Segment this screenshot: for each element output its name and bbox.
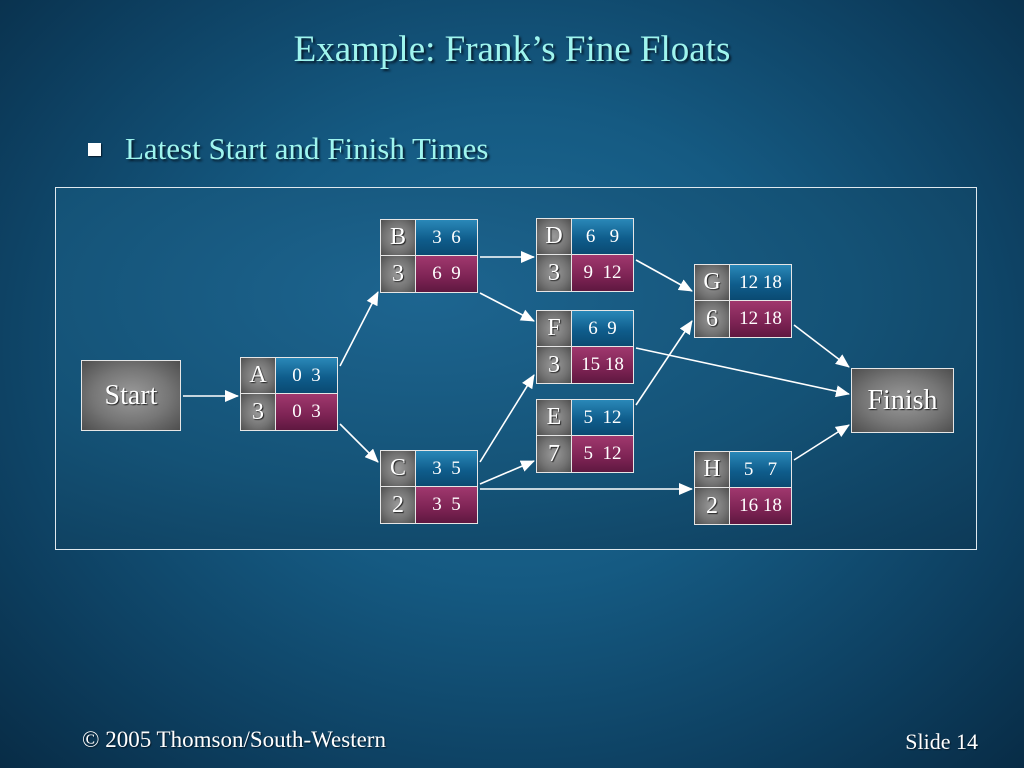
edge-h-finish	[793, 424, 850, 461]
earliest-times: 12 18	[730, 265, 791, 301]
activity-node-c: C 3 5 2 3 5	[380, 450, 478, 524]
edge-b-f	[479, 292, 535, 322]
earliest-times: 5 12	[572, 400, 633, 436]
bullet-square-icon	[88, 142, 101, 156]
earliest-times: 6 9	[572, 219, 633, 255]
activity-duration: 2	[695, 488, 730, 524]
latest-times: 0 3	[276, 394, 337, 430]
start-label: Start	[104, 379, 158, 411]
activity-node-a: A 0 3 3 0 3	[240, 357, 338, 431]
copyright-footer: © 2005 Thomson/South-Western	[82, 727, 386, 752]
earliest-times: 3 5	[416, 451, 477, 487]
activity-letter: A	[241, 358, 276, 394]
activity-letter: G	[695, 265, 730, 301]
activity-node-d: D 6 9 3 9 12	[536, 218, 634, 292]
activity-letter: B	[381, 220, 416, 256]
latest-times: 5 12	[572, 436, 633, 472]
activity-node-e: E 5 12 7 5 12	[536, 399, 634, 473]
activity-duration: 3	[381, 256, 416, 292]
latest-times: 15 18	[572, 347, 633, 383]
latest-times: 12 18	[730, 301, 791, 337]
earliest-times: 5 7	[730, 452, 791, 488]
activity-letter: E	[537, 400, 572, 436]
activity-duration: 3	[537, 255, 572, 291]
latest-times: 3 5	[416, 487, 477, 523]
bullet-item: Latest Start and Finish Times	[88, 131, 488, 167]
edge-c-f	[479, 374, 535, 463]
finish-node: Finish	[851, 368, 954, 433]
edge-a-c	[339, 423, 379, 463]
edge-g-finish	[793, 324, 850, 368]
latest-times: 9 12	[572, 255, 633, 291]
activity-letter: C	[381, 451, 416, 487]
activity-letter: F	[537, 311, 572, 347]
activity-node-b: B 3 6 3 6 9	[380, 219, 478, 293]
activity-duration: 6	[695, 301, 730, 337]
activity-duration: 7	[537, 436, 572, 472]
edge-c-e	[479, 460, 535, 485]
activity-node-h: H 5 7 2 16 18	[694, 451, 792, 525]
activity-duration: 2	[381, 487, 416, 523]
start-node: Start	[81, 360, 181, 431]
slide-title: Example: Frank’s Fine Floats	[293, 29, 731, 70]
activity-duration: 3	[241, 394, 276, 430]
earliest-times: 6 9	[572, 311, 633, 347]
earliest-times: 0 3	[276, 358, 337, 394]
activity-letter: H	[695, 452, 730, 488]
edge-e-g	[635, 320, 693, 406]
activity-duration: 3	[537, 347, 572, 383]
activity-node-f: F 6 9 3 15 18	[536, 310, 634, 384]
finish-label: Finish	[867, 384, 938, 416]
latest-times: 6 9	[416, 256, 477, 292]
slide-number: Slide 14	[905, 729, 978, 754]
latest-times: 16 18	[730, 488, 791, 524]
edge-a-b	[339, 291, 379, 367]
bullet-text: Latest Start and Finish Times	[125, 131, 489, 166]
edge-d-g	[635, 259, 693, 292]
activity-node-g: G 12 18 6 12 18	[694, 264, 792, 338]
earliest-times: 3 6	[416, 220, 477, 256]
activity-letter: D	[537, 219, 572, 255]
edge-f-finish	[635, 347, 850, 398]
